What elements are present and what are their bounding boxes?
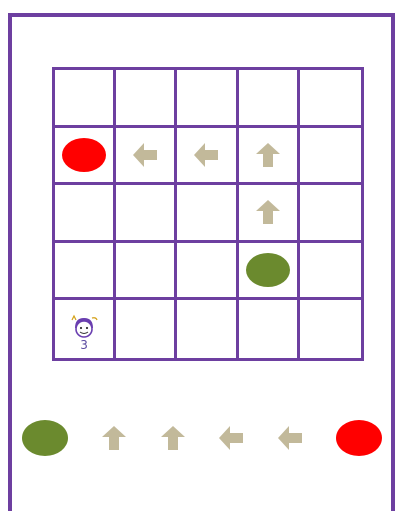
red-goal-token xyxy=(62,138,106,172)
board-cell xyxy=(55,185,116,243)
green-start-token xyxy=(246,253,290,287)
board-cell xyxy=(239,185,300,243)
board-cell xyxy=(116,128,177,186)
board-cell xyxy=(300,128,361,186)
board-cell xyxy=(116,70,177,128)
robot-face-icon xyxy=(69,314,99,338)
board-cell xyxy=(300,70,361,128)
board-cell xyxy=(116,185,177,243)
board-cell xyxy=(239,128,300,186)
game-board: 3 xyxy=(52,67,364,361)
board-cell xyxy=(116,300,177,358)
arrow-left-icon xyxy=(277,425,303,451)
arrow-up-icon xyxy=(101,425,127,451)
arrow-up-icon xyxy=(255,199,281,225)
board-cell xyxy=(300,300,361,358)
robot-count-label: 3 xyxy=(80,339,88,351)
arrow-left-icon xyxy=(218,425,244,451)
robot-piece: 3 xyxy=(69,314,99,351)
arrow-left-icon xyxy=(193,142,219,168)
board-cell xyxy=(177,185,238,243)
command-sequence xyxy=(22,418,382,458)
board-cell xyxy=(177,243,238,301)
board-cell xyxy=(55,128,116,186)
arrow-up-icon xyxy=(255,142,281,168)
green-start-token xyxy=(22,420,68,456)
board-cell xyxy=(239,70,300,128)
red-goal-token xyxy=(336,420,382,456)
board-cell xyxy=(300,243,361,301)
board-cell xyxy=(116,243,177,301)
board-cell xyxy=(177,300,238,358)
board-cell xyxy=(239,243,300,301)
board-cell xyxy=(177,128,238,186)
arrow-up-icon xyxy=(160,425,186,451)
board-cell xyxy=(300,185,361,243)
arrow-left-icon xyxy=(132,142,158,168)
board-cell xyxy=(239,300,300,358)
board-cell xyxy=(55,70,116,128)
board-cell: 3 xyxy=(55,300,116,358)
board-cell xyxy=(177,70,238,128)
board-cell xyxy=(55,243,116,301)
